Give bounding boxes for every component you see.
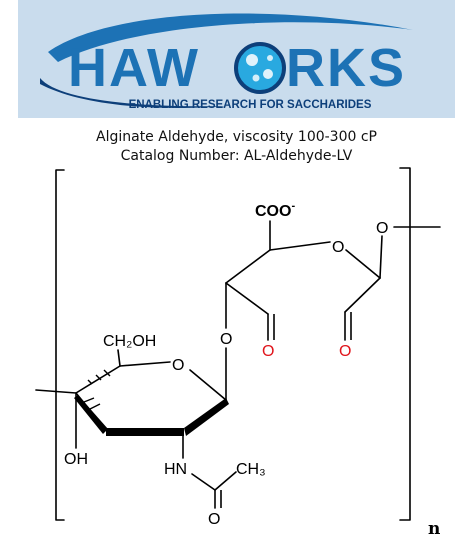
bond-c-ch3 [214, 471, 237, 491]
logo-tagline: ENABLING RESEARCH FOR SACCHARIDES [129, 99, 372, 111]
bond-c5-oring [269, 241, 331, 251]
label-ch3: CH₃ [236, 461, 266, 478]
double-bonds [220, 312, 352, 508]
label-o-ring-glc: O [172, 357, 184, 374]
bond-c4-chain [35, 389, 77, 394]
bond-oring-c1 [345, 249, 381, 279]
bond-c4-cho [225, 282, 269, 315]
label-o-amide: O [208, 511, 220, 528]
logo-banner: HAW RKS ENABLING RESEARCH FOR SACCHARIDE… [18, 0, 455, 118]
label-aldehyde-o-left: O [262, 343, 274, 360]
bond-c5-c4 [225, 249, 271, 284]
bond-n-c [191, 473, 216, 491]
bond-c5-c4-glc [75, 365, 121, 394]
label-aldehyde-o-right: O [339, 343, 351, 360]
hashed-wedges [83, 369, 111, 411]
logo-swoosh-top [48, 13, 413, 62]
bold-ring-bonds [74, 395, 229, 436]
bond-c1-oglyco [379, 235, 383, 279]
logo-globe-icon [234, 42, 286, 94]
product-caption: Alginate Aldehyde, viscosity 100-300 cP … [0, 128, 473, 166]
logo-wordmark-left: HAW [68, 38, 200, 98]
bond-c1-oring-glc [189, 369, 227, 401]
catalog-number: Catalog Number: AL-Aldehyde-LV [120, 148, 353, 164]
label-coo: COO- [255, 200, 295, 220]
haworks-logo: HAW RKS ENABLING RESEARCH FOR SACCHARIDE… [40, 13, 413, 111]
label-o-glycosidic-right: O [376, 220, 388, 237]
label-ch2oh: CH₂OH [103, 333, 156, 350]
product-title: Alginate Aldehyde, viscosity 100-300 cP [96, 129, 377, 145]
left-bracket [55, 169, 65, 521]
right-bracket [399, 167, 411, 521]
label-o-ring-uronate: O [332, 239, 344, 256]
bond-c1-cho [344, 277, 381, 313]
label-o-link: O [220, 331, 232, 348]
label-oh: OH [64, 451, 88, 468]
logo-wordmark-right: RKS [286, 38, 406, 98]
bond-c5-ch2oh [117, 349, 121, 367]
label-hn: HN [164, 461, 187, 478]
bond-oring-c5-glc [119, 361, 171, 367]
label-repeat-n: n [428, 519, 440, 539]
